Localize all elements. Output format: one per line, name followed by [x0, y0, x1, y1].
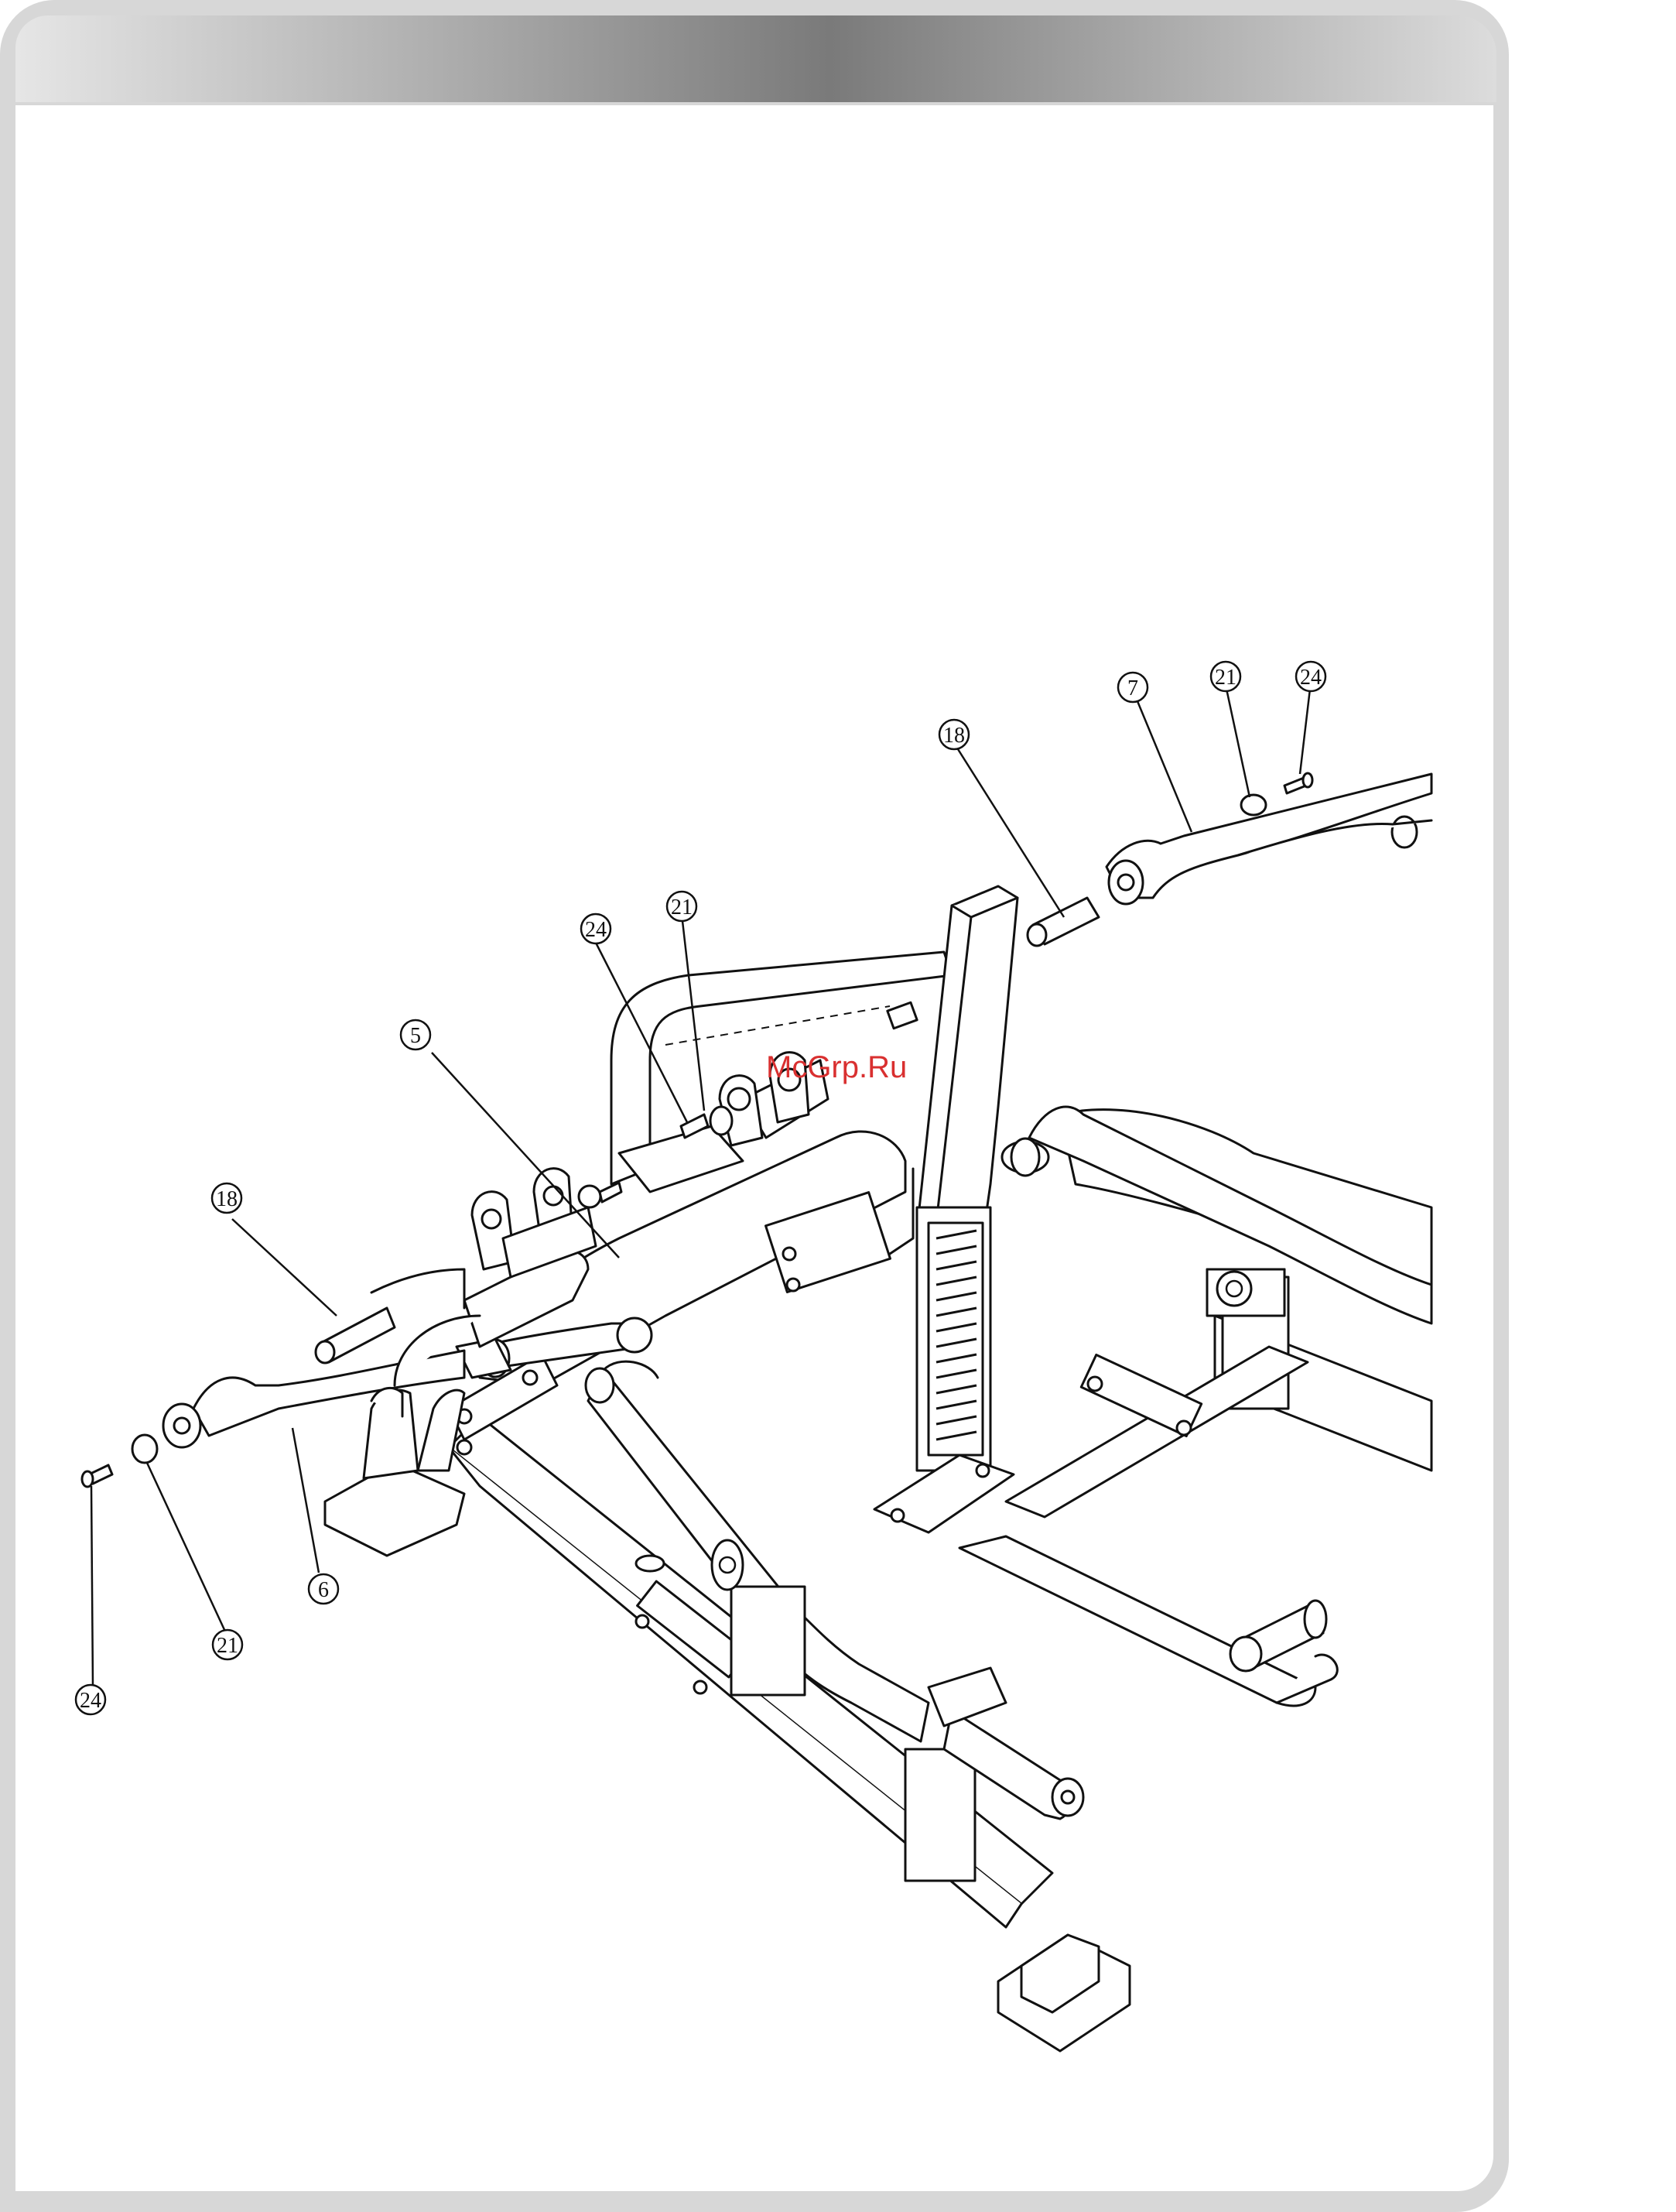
washer-small-upper: [579, 1186, 600, 1207]
header-band: [15, 15, 1496, 102]
washer-21-right: [1241, 795, 1266, 815]
washer-21-upper: [710, 1107, 732, 1135]
svg-text:21: 21: [217, 1634, 238, 1658]
callout-21-left: 21: [213, 1630, 242, 1659]
callout-7: 7: [1118, 673, 1148, 702]
callout-18-right: 18: [939, 720, 969, 749]
svg-text:7: 7: [1127, 676, 1138, 700]
svg-text:24: 24: [1300, 666, 1322, 690]
callout-24-left: 24: [76, 1685, 105, 1714]
svg-text:24: 24: [80, 1689, 101, 1713]
callout-6: 6: [309, 1574, 338, 1604]
lever-pivot-block: [731, 1587, 805, 1695]
callout-24-upper: 24: [581, 914, 611, 943]
svg-text:18: 18: [943, 724, 965, 748]
horn-block: [905, 1749, 975, 1881]
callout-21-upper: 21: [667, 892, 696, 921]
svg-text:18: 18: [216, 1187, 238, 1211]
washer-21-left: [132, 1435, 157, 1463]
right-rear-bushing: [1217, 1272, 1251, 1306]
callout-5: 5: [401, 1020, 430, 1050]
svg-text:6: 6: [318, 1578, 329, 1602]
svg-text:24: 24: [585, 918, 607, 942]
callout-21-right: 21: [1211, 662, 1240, 691]
callout-24-right: 24: [1296, 662, 1325, 691]
callout-18-left: 18: [212, 1183, 241, 1213]
svg-text:21: 21: [1215, 666, 1236, 690]
svg-text:21: 21: [671, 895, 693, 919]
watermark-text: McGrp.Ru: [766, 1050, 907, 1084]
svg-text:5: 5: [410, 1024, 421, 1048]
